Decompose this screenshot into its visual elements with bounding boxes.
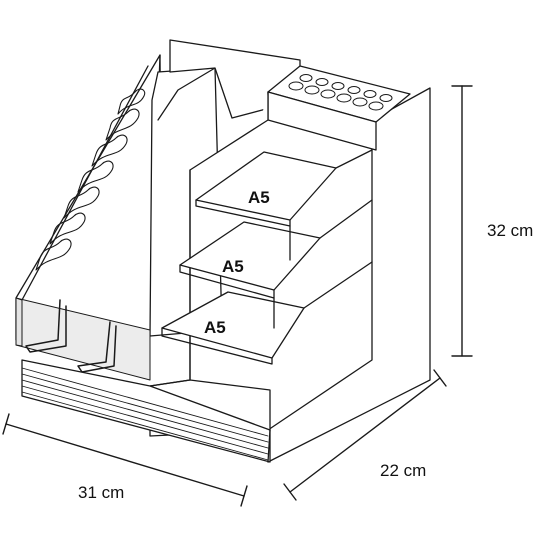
hook-right xyxy=(77,321,117,373)
height-dimension xyxy=(451,85,473,357)
shelf-1-lip xyxy=(195,199,291,227)
shelf-3-lip xyxy=(161,327,273,365)
height-label: 32 cm xyxy=(487,221,533,240)
wave-cutouts xyxy=(35,88,146,271)
left-divider-slant xyxy=(157,67,216,121)
base xyxy=(21,359,271,463)
depth-label: 22 cm xyxy=(380,461,426,480)
base-layers xyxy=(21,367,269,461)
acrylic-front xyxy=(15,297,151,381)
acrylic-panel-front xyxy=(15,297,23,347)
shelf-2-label: A5 xyxy=(222,257,244,276)
width-label: 31 cm xyxy=(78,483,124,502)
pen-holes xyxy=(288,74,393,111)
left-tower-outer-panel xyxy=(15,54,161,341)
base-side xyxy=(267,429,271,463)
shelf-1-label: A5 xyxy=(248,188,270,207)
left-tower-inner-edge xyxy=(21,65,149,301)
dimension-lines xyxy=(2,85,473,507)
shelf-unit-left-edge xyxy=(149,169,191,387)
depth-dimension xyxy=(283,369,447,501)
shelf-risers xyxy=(273,149,373,329)
shelf-3-label: A5 xyxy=(204,318,226,337)
hook-left xyxy=(25,299,67,353)
shelf-2-lip xyxy=(179,264,275,299)
right-side-panel xyxy=(267,87,431,463)
width-dimension xyxy=(2,413,248,507)
right-unit xyxy=(149,65,431,463)
hooks xyxy=(25,299,117,373)
